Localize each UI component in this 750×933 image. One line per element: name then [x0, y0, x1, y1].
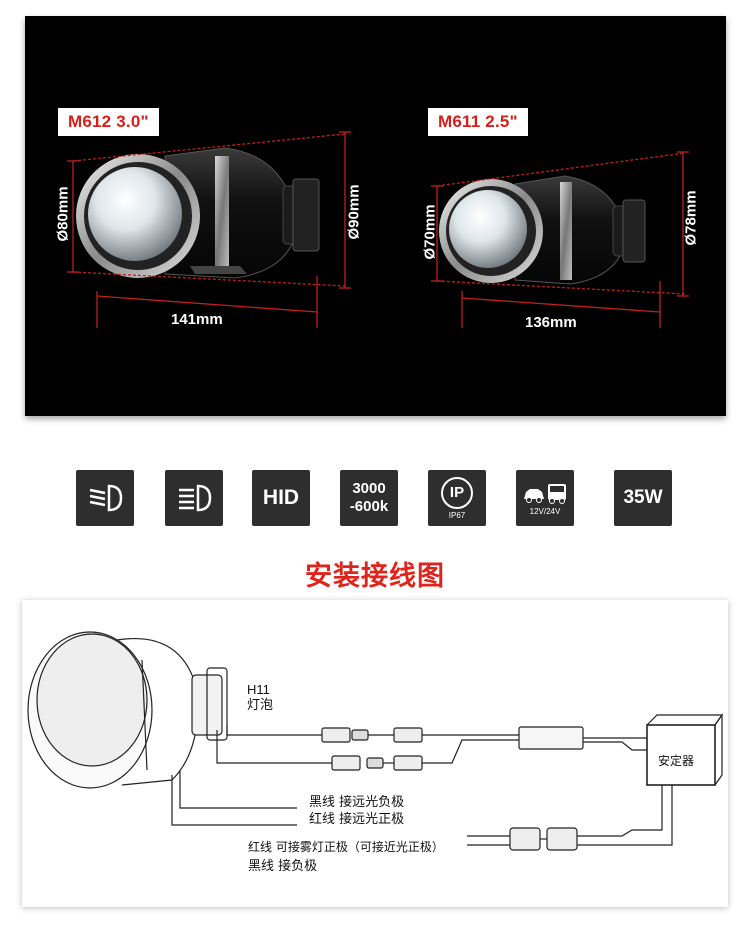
hid-label: HID — [262, 486, 300, 509]
high-beam-headlight-icon — [165, 470, 223, 526]
dimension-lines-m612 — [67, 131, 351, 328]
model-label-m612: M612 3.0" — [58, 108, 159, 136]
m611-length: 136mm — [525, 314, 577, 331]
m611-front-diameter: Ø70mm — [421, 204, 439, 260]
low-beam-headlight-icon — [76, 470, 134, 526]
lamp-m611-image — [439, 175, 646, 285]
wiring-diagram-title: 安装接线图 — [305, 561, 445, 592]
black-wire-far-neg-label: 黑线 接远光负极 — [309, 795, 405, 810]
bulb-word: 灯泡 — [247, 697, 274, 712]
wattage-icon: 35W — [614, 470, 672, 526]
m611-rear-diameter: Ø78mm — [682, 190, 700, 246]
voltage-label: 12V/24V — [529, 506, 561, 516]
ip67-label: IP67 — [448, 510, 466, 520]
vehicle-voltage-icon: 12V/24V — [516, 470, 574, 526]
ballast-label: 安定器 — [658, 754, 695, 768]
product-dimension-panel: M612 3.0" M611 2.5" Ø80mm Ø90mm 141mm Ø7… — [25, 16, 726, 416]
car-truck-icon — [524, 483, 566, 504]
ip-circle-label: IP — [441, 476, 473, 509]
h11-bulb-label: H11 灯泡 — [247, 682, 273, 712]
red-wire-far-pos-label: 红线 接远光正极 — [309, 812, 405, 827]
model-label-m611: M611 2.5" — [428, 108, 528, 136]
lamp-drawings — [67, 131, 689, 328]
wattage-label: 35W — [623, 487, 663, 508]
lamp-m612-image — [76, 147, 320, 279]
ip67-icon: IP IP67 — [428, 470, 486, 526]
bulb-type: H11 — [247, 682, 270, 697]
m612-length: 141mm — [171, 311, 223, 328]
dimension-lines-m611 — [431, 151, 689, 328]
wiring-drawing — [27, 631, 724, 851]
m612-rear-diameter: Ø90mm — [345, 184, 363, 240]
hid-icon: HID — [252, 470, 310, 526]
wiring-diagram: H11 灯泡 安定器 黑线 接远光负极 红线 接远光正极 红线 可接雾灯正极（可… — [22, 600, 728, 907]
m612-front-diameter: Ø80mm — [54, 186, 72, 242]
color-temp-line1: 3000 — [352, 480, 386, 497]
black-wire-neg-label: 黑线 接负极 — [248, 859, 318, 874]
red-wire-fog-label: 红线 可接雾灯正极（可接近光正极） — [248, 840, 444, 854]
color-temp-line2: -600k — [349, 498, 389, 515]
color-temperature-icon: 3000 -600k — [340, 470, 398, 526]
